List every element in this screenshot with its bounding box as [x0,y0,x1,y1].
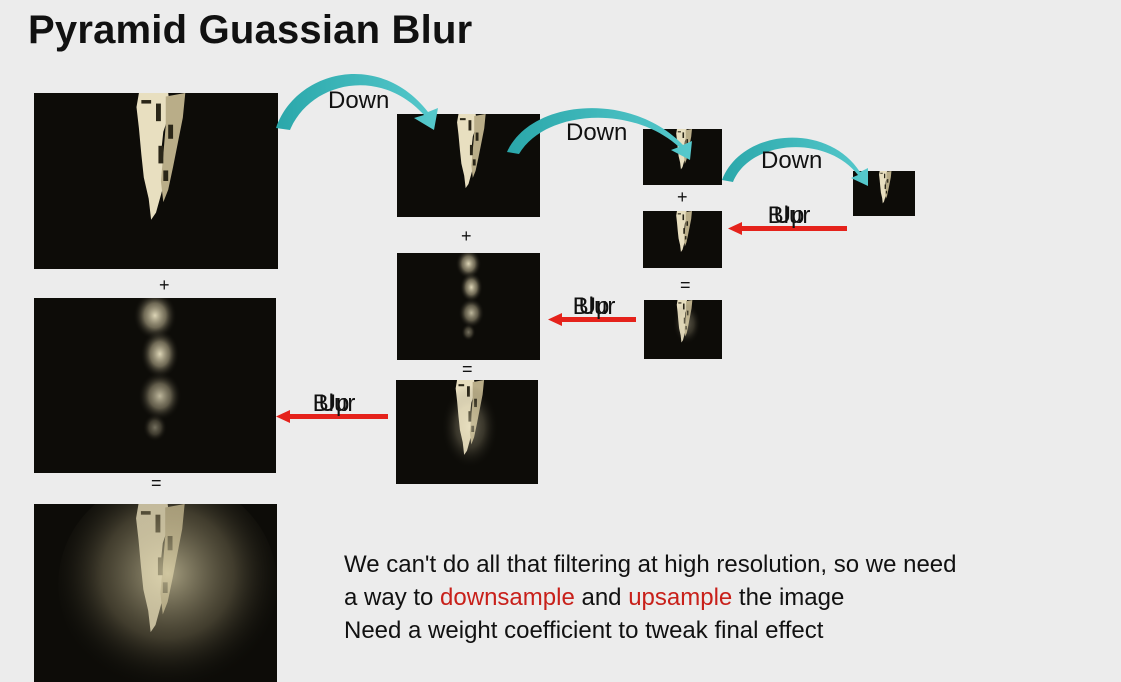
description-text: We can't do all that filtering at high r… [344,548,957,647]
up-label-3: Up [318,390,350,417]
upsample-highlight: upsample [628,584,733,611]
equals-sign-level2: = [680,275,691,295]
level2-blurred-image [643,211,722,268]
down-label-3: Down [761,147,823,174]
description-line-2: a way to downsample and upsample the ima… [344,584,845,611]
up-label-2: Up [578,293,610,320]
down-label-1: Down [328,87,390,114]
blur-label-3: Blur [312,390,356,417]
up-label-1: Up [773,202,805,229]
level1-blurred-image [397,253,540,360]
level2-down-image [643,129,722,185]
blur-label-2: Blur [572,293,616,320]
level0-blurred-image [34,298,276,473]
down-label-2: Down [566,119,628,146]
level2-result-image [644,300,722,359]
level0-original-image [34,93,278,269]
description-line-1: We can't do all that filtering at high r… [344,551,957,578]
equals-sign-level0: = [151,473,162,493]
plus-sign-level0: + [159,275,170,295]
description-line-3: Need a weight coefficient to tweak final… [344,617,824,644]
level1-down-image [397,114,540,217]
level1-result-image [396,380,538,484]
downsample-highlight: downsample [440,584,575,611]
plus-sign-level1: + [461,226,472,246]
level3-down-image [853,171,915,216]
page-title: Pyramid Guassian Blur [28,8,473,52]
final-result-image [34,504,277,682]
blur-label-1: Blur [767,202,811,229]
plus-sign-level2: + [677,187,688,207]
equals-sign-level1: = [462,359,473,379]
